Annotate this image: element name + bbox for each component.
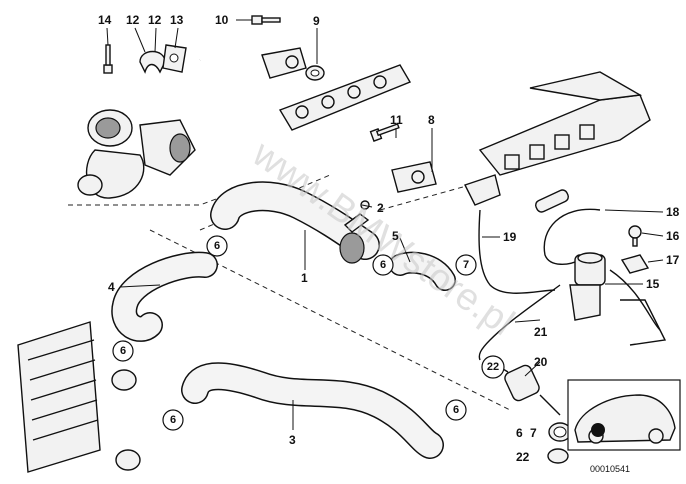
circled-ref-6e: 6 bbox=[453, 404, 459, 416]
egr-pipe bbox=[181, 47, 437, 193]
hose-intercooler-outlet bbox=[181, 362, 444, 459]
callout-20: 20 bbox=[534, 355, 548, 369]
callout-17: 17 bbox=[666, 253, 680, 267]
hose-intercooler-inlet bbox=[111, 251, 218, 342]
pressure-converter bbox=[569, 252, 667, 346]
circled-ref-6d: 6 bbox=[170, 414, 176, 426]
callout-labels: 1 2 3 4 5 8 9 10 11 12 12 13 14 15 16 17… bbox=[98, 13, 680, 447]
leader-lines bbox=[106, 19, 664, 430]
intercooler bbox=[17, 321, 141, 473]
bolt-middle bbox=[369, 123, 400, 142]
callout-2: 2 bbox=[377, 201, 384, 215]
cap-and-bracket bbox=[620, 225, 650, 274]
callout-3: 3 bbox=[289, 433, 296, 447]
callout-4: 4 bbox=[108, 280, 115, 294]
hose-short bbox=[389, 251, 456, 291]
legend-7: 7 bbox=[530, 426, 537, 440]
circled-ref-6b: 6 bbox=[380, 259, 386, 271]
legend-22: 22 bbox=[516, 450, 530, 464]
clamp-legend: 6 7 22 bbox=[516, 426, 537, 464]
callout-8: 8 bbox=[428, 113, 435, 127]
watermark-text: www.BMWstore.pl bbox=[244, 132, 521, 344]
callout-14: 14 bbox=[98, 13, 112, 27]
callout-11: 11 bbox=[390, 113, 403, 127]
callout-15: 15 bbox=[646, 277, 660, 291]
bolt-top bbox=[251, 15, 281, 25]
gasket-ring bbox=[305, 65, 325, 81]
intake-manifold bbox=[478, 71, 651, 176]
hose-pressure-pipe bbox=[210, 181, 380, 264]
manifold-gasket bbox=[278, 64, 412, 131]
callout-16: 16 bbox=[666, 229, 680, 243]
turbocharger bbox=[77, 109, 196, 199]
callout-5: 5 bbox=[392, 229, 399, 243]
document-number: 00010541 bbox=[590, 464, 630, 474]
callout-13: 13 bbox=[170, 13, 184, 27]
car-location-inset bbox=[567, 379, 681, 451]
callout-19: 19 bbox=[503, 230, 517, 244]
callout-18: 18 bbox=[666, 205, 680, 219]
callout-1: 1 bbox=[301, 271, 308, 285]
circled-ref-22: 22 bbox=[487, 361, 499, 373]
circled-ref-6c: 6 bbox=[120, 345, 126, 357]
bracket-small bbox=[343, 200, 370, 233]
clamp-parts bbox=[103, 44, 187, 74]
circled-references: 6 6 6 6 6 7 22 bbox=[112, 235, 505, 431]
vacuum-lines bbox=[464, 174, 601, 361]
circled-ref-7: 7 bbox=[463, 259, 469, 271]
callout-21: 21 bbox=[534, 325, 548, 339]
legend-6: 6 bbox=[516, 426, 523, 440]
callout-12a: 12 bbox=[126, 13, 140, 27]
callout-10: 10 bbox=[215, 13, 229, 27]
circled-ref-6a: 6 bbox=[214, 240, 220, 252]
callout-12b: 12 bbox=[148, 13, 162, 27]
callout-9: 9 bbox=[313, 14, 320, 28]
